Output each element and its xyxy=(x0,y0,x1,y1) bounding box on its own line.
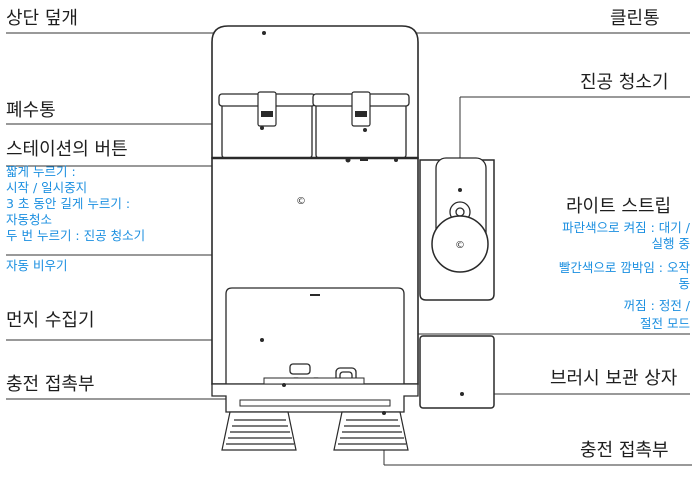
light-desc-line: 파란색으로 켜짐 : 대기 / xyxy=(562,220,690,235)
leader-dots xyxy=(260,31,464,415)
button-desc-line: 자동청소 xyxy=(6,212,53,227)
label-station-button: 스테이션의 버튼 xyxy=(6,139,128,160)
label-vacuum: 진공 청소기 xyxy=(580,72,669,93)
label-top-cover: 상단 덮개 xyxy=(6,8,78,29)
light-desc-line: 꺼짐 : 정전 / xyxy=(623,298,690,313)
label-charge-contact-bottom: 충전 접촉부 xyxy=(580,440,669,461)
light-desc-line: 동 xyxy=(678,276,690,291)
label-waste-tank: 폐수통 xyxy=(6,100,56,121)
button-desc-line: 두 번 누르기 : 진공 청소기 xyxy=(6,228,146,243)
tanks xyxy=(218,91,410,159)
station-base xyxy=(211,383,419,413)
label-dust-collector: 먼지 수집기 xyxy=(6,310,95,331)
dust-collector xyxy=(225,287,405,385)
svg-text:©: © xyxy=(296,196,306,207)
label-clean-tank: 클린통 xyxy=(610,8,660,29)
button-desc-line: 짧게 누르기 : xyxy=(6,164,76,179)
label-light-strip: 라이트 스트립 xyxy=(566,196,672,217)
button-desc-line: 자동 비우기 xyxy=(6,258,68,273)
label-charge-contact-left: 충전 접촉부 xyxy=(6,374,95,395)
svg-text:©: © xyxy=(455,240,465,251)
light-desc-line: 절전 모드 xyxy=(640,316,690,331)
label-brush-box: 브러시 보관 상자 xyxy=(550,368,678,389)
base-pads xyxy=(221,411,409,451)
button-desc-line: 3 초 동안 길게 누르기 : xyxy=(6,196,131,211)
light-desc-line: 빨간색으로 깜박임 : 오작 xyxy=(558,260,690,275)
light-desc-line: 실행 중 xyxy=(651,236,690,251)
brush-box xyxy=(419,335,495,409)
button-desc-line: 시작 / 일시중지 xyxy=(6,180,88,195)
